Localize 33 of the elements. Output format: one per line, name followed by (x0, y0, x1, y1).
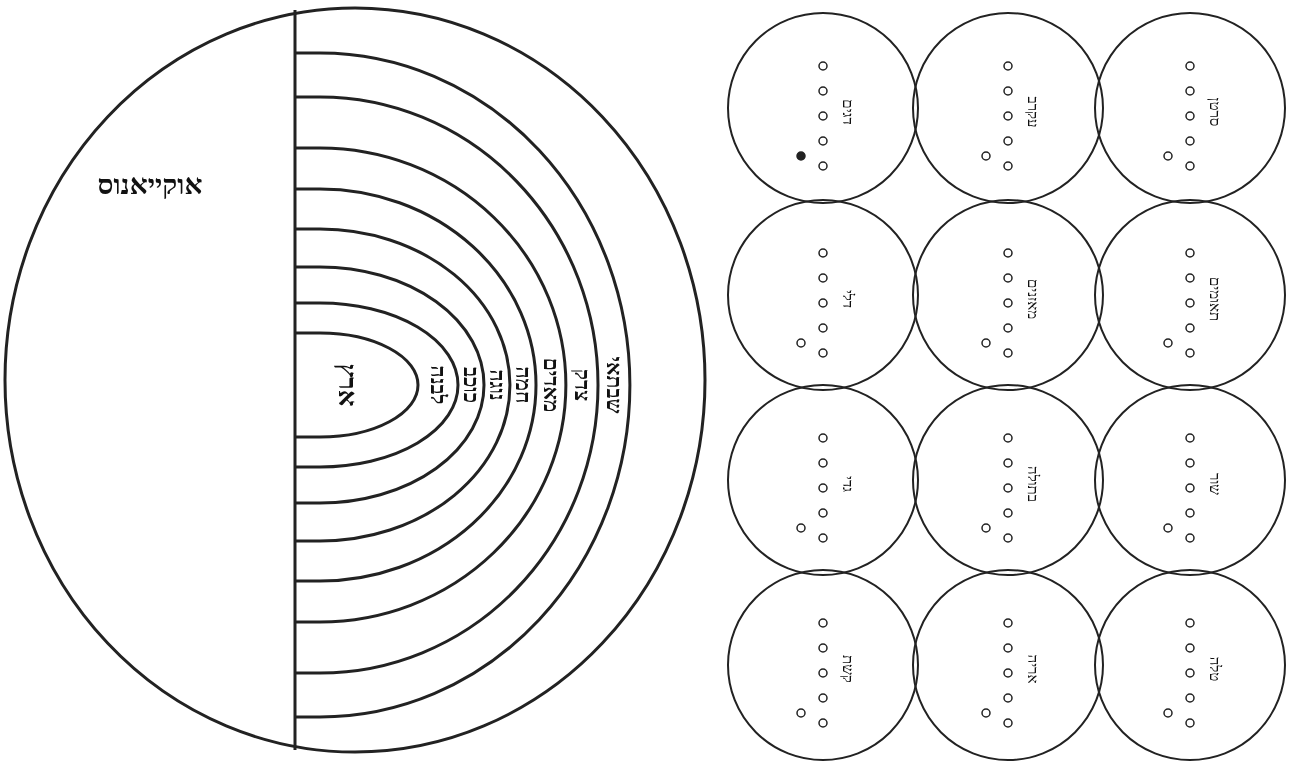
zodiac-circle (1094, 384, 1286, 576)
ocean-label: אוקייאנוס (97, 171, 203, 199)
zodiac-circle (1094, 12, 1286, 204)
zodiac-circle (727, 569, 919, 761)
zodiac-sign-label: סרטן (1206, 97, 1222, 127)
zodiac-sign-label: טלה (1206, 656, 1222, 682)
sphere-label: ארץ (335, 363, 361, 407)
zodiac-circle (1094, 569, 1286, 761)
sphere-label: צדק (571, 368, 593, 402)
sphere-label: כוכב (460, 367, 482, 403)
sphere-label: לבנה (427, 365, 449, 405)
zodiac-circle (727, 384, 919, 576)
sphere-label: נוגה (486, 369, 508, 401)
zodiac-sign-label: גדי (839, 475, 855, 493)
sphere-label: מאדים (540, 357, 562, 413)
zodiac-sign-label: בתולה (1024, 466, 1040, 502)
zodiac-sign-label: עקרב (1024, 96, 1040, 128)
zodiac-circle (912, 199, 1104, 391)
zodiac-circle (912, 384, 1104, 576)
sphere-label: שבתאי (603, 356, 625, 414)
zodiac-sign-label: מאזנים (1024, 278, 1040, 320)
zodiac-circle (912, 569, 1104, 761)
zodiac-sign-label: קשת (839, 655, 855, 683)
zodiac-sign-label: תאומים (1206, 276, 1222, 322)
zodiac-circle (727, 199, 919, 391)
zodiac-circle (727, 12, 919, 204)
zodiac-sign-label: אריה (1024, 654, 1040, 684)
sphere-label: חמה (512, 366, 534, 404)
zodiac-sign-label: דלי (839, 289, 855, 309)
zodiac-sign-label: דגים (839, 99, 855, 125)
zodiac-circle (912, 12, 1104, 204)
zodiac-circle (1094, 199, 1286, 391)
zodiac-sign-label: שור (1206, 473, 1222, 495)
